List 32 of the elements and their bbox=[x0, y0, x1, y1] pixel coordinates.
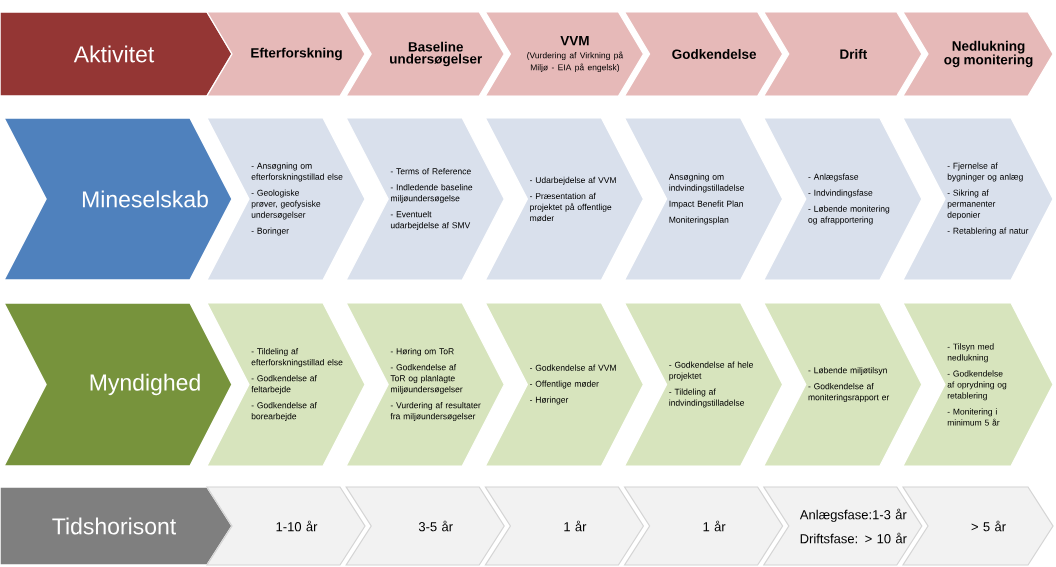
phase-box: 1 år bbox=[623, 486, 784, 566]
phase-box: - Anlægsfase - Indvindingsfase - Løbende monitering og afrapportering bbox=[762, 117, 923, 281]
phase-box: - Udarbejdelse af VVM - Præsentation af projektet på offentlige møder bbox=[484, 117, 645, 281]
phase-box: Ansøgning om indvindingstilladelse Impact Benefit Plan Moniteringsplan bbox=[623, 117, 784, 281]
row-header-box: Myndighed bbox=[2, 302, 233, 467]
node-label: 1 år bbox=[703, 520, 726, 532]
node-label: > 5 år bbox=[971, 520, 1006, 532]
phase-box: 1 år bbox=[484, 486, 645, 566]
node-label: 1 år bbox=[564, 520, 587, 532]
row-header-box: Aktivitet bbox=[0, 11, 233, 97]
phase-box: - Tildeling af efterforskningstillad else - Godkendelse af feltarbejde - Godkendelse af borearbejde bbox=[206, 302, 366, 467]
phase-box: Efterforskning bbox=[205, 11, 366, 97]
phase-box: 1-10 år bbox=[205, 486, 366, 566]
phase-box: Nedlukning og monitering bbox=[901, 11, 1054, 97]
row-header-box: Mineselskab bbox=[2, 117, 233, 281]
phase-box: Godkendelse bbox=[623, 11, 784, 97]
phase-box: Baseline undersøgelser bbox=[345, 11, 505, 97]
phase-box: 3-5 år bbox=[345, 486, 505, 566]
phase-box: - Terms of Reference - Indledende baseline miljøundersøgelse - Eventuelt udarbejdelse af SMV bbox=[345, 117, 505, 281]
phase-box: Anlægsfase:1-3 år Driftsfase: > 10 år bbox=[762, 486, 923, 566]
phase-box: - Høring om ToR - Godkendelse af ToR og planlagte miljøundersøgelser - Vurdering af resultater fra miljøundersøgelser bbox=[345, 302, 505, 467]
phase-box: VVM (Vurdering af Virkning på Miljø - EIA på engelsk) bbox=[484, 11, 645, 97]
row-header-box: Tidshorisont bbox=[0, 486, 233, 566]
phase-box: - Løbende miljøtilsyn - Godkendelse af moniteringsrapport er bbox=[762, 302, 923, 467]
phase-box: Drift bbox=[762, 11, 923, 97]
node-label: 3-5 år bbox=[418, 520, 453, 532]
phase-box: - Godkendelse af VVM - Offentlige møder - Høringer bbox=[484, 302, 645, 467]
phase-box: - Godkendelse af hele projektet - Tildeling af indvindingstilladelse bbox=[623, 302, 784, 467]
node-label: Nedlukning og monitering bbox=[944, 40, 1033, 68]
node-label: 1-10 år bbox=[276, 520, 318, 532]
phase-box: - Fjernelse af bygninger og anlæg - Sikring af permanenter deponier - Retablering af natur bbox=[902, 117, 1054, 281]
phase-box: - Tilsyn med nedlukning - Godkendelse af oprydning og retablering - Monitering i minimum 5 år bbox=[902, 302, 1054, 467]
